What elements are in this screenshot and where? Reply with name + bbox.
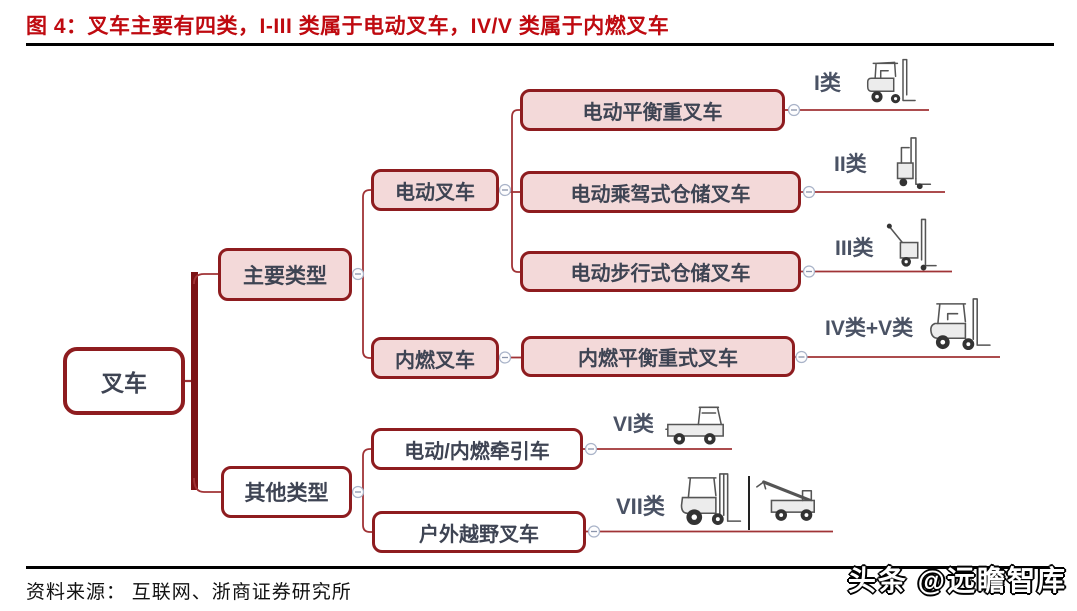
link-electric-counterbalance (511, 109, 520, 189)
link-main-types (193, 273, 218, 285)
link-tow-tractor (362, 448, 371, 492)
class-iii-label: III类 (835, 237, 874, 260)
source-note: 资料来源： 互联网、浙商证券研究所 (26, 582, 352, 603)
telehandler-icon (756, 480, 815, 521)
link-electric (362, 189, 371, 274)
electric-counterbalance-forklift-icon (866, 58, 916, 104)
tow-tractor-icon (665, 406, 724, 445)
link-electric-walkie (511, 189, 520, 273)
electric-ride-on-warehouse-forklift-icon (896, 137, 932, 190)
node-electric-walkie-warehouse: 电动步行式仓储叉车 (520, 251, 801, 292)
node-electric: 电动叉车 (371, 169, 499, 211)
node-tow-tractor: 电动/内燃牵引车 (371, 428, 583, 470)
bottom-divider (26, 566, 1054, 569)
class-vii-label: VII类 (616, 494, 665, 519)
ic-counterbalance-forklift-icon (930, 298, 991, 351)
class-iv-v-label: IV类+V类 (825, 317, 914, 340)
class-i-label: I类 (814, 72, 841, 95)
node-electric-counterbalance: 电动平衡重叉车 (520, 89, 785, 131)
node-ic: 内燃叉车 (371, 337, 499, 379)
node-ic-counterbalance: 内燃平衡重式叉车 (521, 336, 795, 377)
node-root: 叉车 (63, 347, 185, 415)
watermark: 头条 @远瞻智库 (847, 565, 1067, 596)
link-other-types (193, 477, 221, 493)
class-vi-label: VI类 (613, 413, 654, 436)
node-other-types: 其他类型 (221, 466, 352, 518)
node-electric-ride-warehouse: 电动乘驾式仓储叉车 (520, 171, 801, 213)
node-rough-terrain: 户外越野叉车 (372, 511, 586, 553)
electric-walkie-stacker-icon (886, 218, 937, 271)
collapse-badges (351, 103, 816, 538)
link-ic (362, 274, 371, 359)
rough-terrain-forklift-icon (680, 473, 742, 526)
link-rough-terrain (362, 492, 372, 533)
top-divider (26, 43, 1054, 46)
class-ii-label: II类 (834, 153, 867, 176)
figure-title: 图 4：叉车主要有四类，I-III 类属于电动叉车，IV/V 类属于内燃叉车 (26, 15, 670, 38)
node-main-types: 主要类型 (218, 248, 352, 301)
